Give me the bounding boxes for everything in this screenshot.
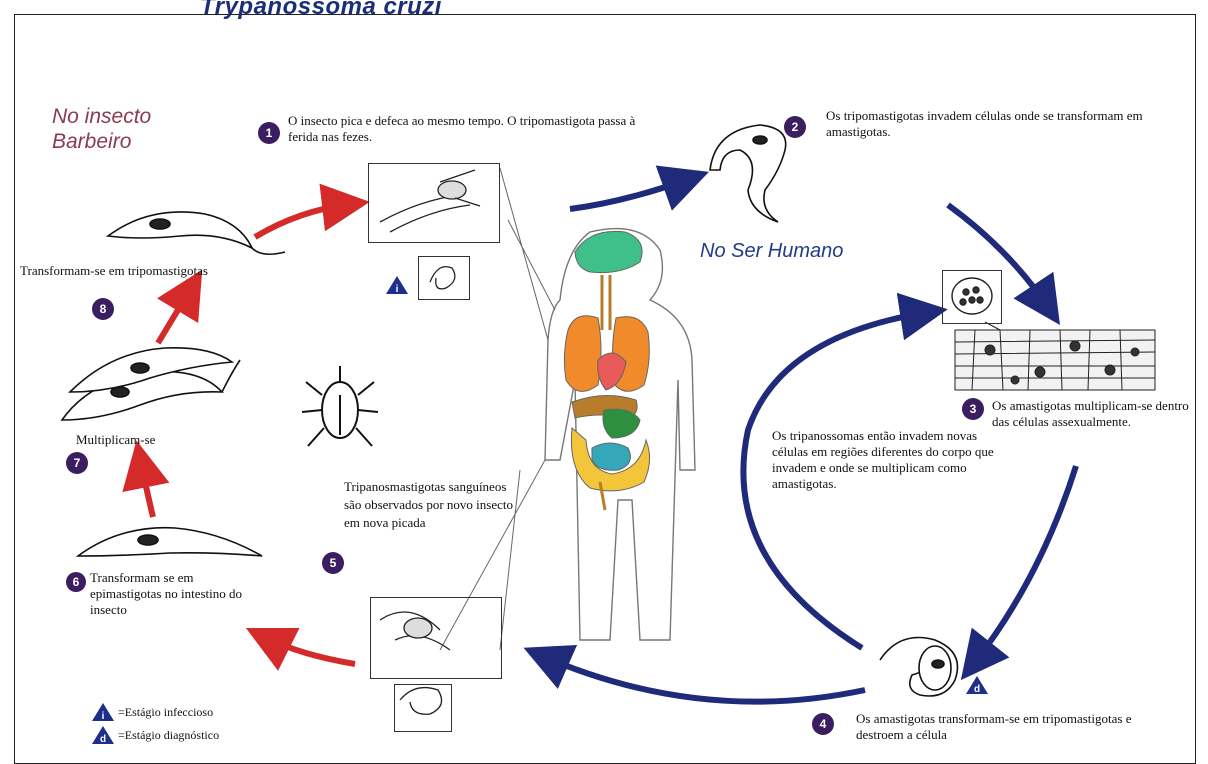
step-8-text: Transformam-se em tripomastigotas bbox=[20, 263, 320, 279]
infective-marker-label: i bbox=[396, 284, 399, 295]
infective-stage-marker: i bbox=[386, 276, 408, 295]
legend-infective-icon: i bbox=[92, 703, 114, 721]
diagram-title: Trypanossoma cruzi bbox=[200, 0, 442, 21]
step-1-text: O insecto pica e defeca ao mesmo tempo. … bbox=[288, 113, 668, 145]
step-4-badge: 4 bbox=[812, 713, 834, 735]
cell-invasion-drawing bbox=[710, 125, 786, 222]
human-body-drawing bbox=[545, 229, 695, 640]
step-3-text: Os amastigotas multiplicam-se dentro das… bbox=[992, 398, 1204, 430]
step-6-badge: 6 bbox=[66, 572, 86, 592]
legend-diagnostic-icon: d bbox=[92, 726, 114, 744]
arrow-7-to-8 bbox=[158, 285, 193, 343]
diagnostic-stage-marker: d bbox=[966, 676, 988, 695]
muscle-tissue-drawing bbox=[955, 322, 1155, 390]
step-2-text: Os tripomastigotas invadem células onde … bbox=[826, 108, 1186, 140]
arrow-8-to-1 bbox=[255, 204, 352, 237]
region-label-human: No Ser Humano bbox=[700, 240, 843, 263]
arrow-3-to-4 bbox=[972, 466, 1076, 666]
step-3-badge: 3 bbox=[962, 398, 984, 420]
region-label-insect: No insecto Barbeiro bbox=[52, 104, 222, 154]
step-8-badge: 8 bbox=[92, 298, 114, 320]
trypomastigote-release-drawing bbox=[880, 638, 958, 697]
epimastigote-drawing bbox=[78, 528, 262, 556]
kissing-bug-drawing bbox=[302, 366, 378, 446]
legend-diagnostic-label: =Estágio diagnóstico bbox=[118, 728, 219, 743]
arrow-1-to-2 bbox=[570, 178, 692, 209]
arrow-4-to-5 bbox=[540, 655, 865, 702]
step-7-text: Multiplicam-se bbox=[76, 432, 236, 448]
step-6-text: Transformam se em epimastigotas no intes… bbox=[90, 570, 265, 618]
step-5-image-box bbox=[370, 597, 502, 679]
step-7-badge: 7 bbox=[66, 452, 88, 474]
step-3-cell-inset-box bbox=[942, 270, 1002, 324]
step-5-badge: 5 bbox=[322, 552, 344, 574]
arrow-6-to-7 bbox=[140, 458, 153, 517]
step-1-badge: 1 bbox=[258, 122, 280, 144]
diagnostic-marker-label: d bbox=[974, 684, 980, 695]
legend-infective-label: =Estágio infeccioso bbox=[118, 705, 213, 720]
legend-diagnostic: d =Estágio diagnóstico bbox=[92, 726, 219, 744]
step-2-badge: 2 bbox=[784, 116, 806, 138]
epimastigote-dividing-drawing bbox=[62, 348, 240, 420]
svg-text:d: d bbox=[100, 734, 106, 744]
step-1-image-box bbox=[368, 163, 500, 243]
step-4-text: Os amastigotas transformam-se em tripoma… bbox=[856, 711, 1156, 743]
step-5-text: Tripanosmastigotas sanguíneos são observ… bbox=[344, 478, 522, 532]
reinvasion-note: Os tripanossomas então invadem novas cél… bbox=[772, 428, 994, 492]
step-5-inset-box bbox=[394, 684, 452, 732]
arrow-5-to-6 bbox=[262, 636, 355, 664]
svg-text:i: i bbox=[102, 711, 105, 721]
step-1-inset-box bbox=[418, 256, 470, 300]
legend-infective: i =Estágio infeccioso bbox=[92, 703, 213, 721]
